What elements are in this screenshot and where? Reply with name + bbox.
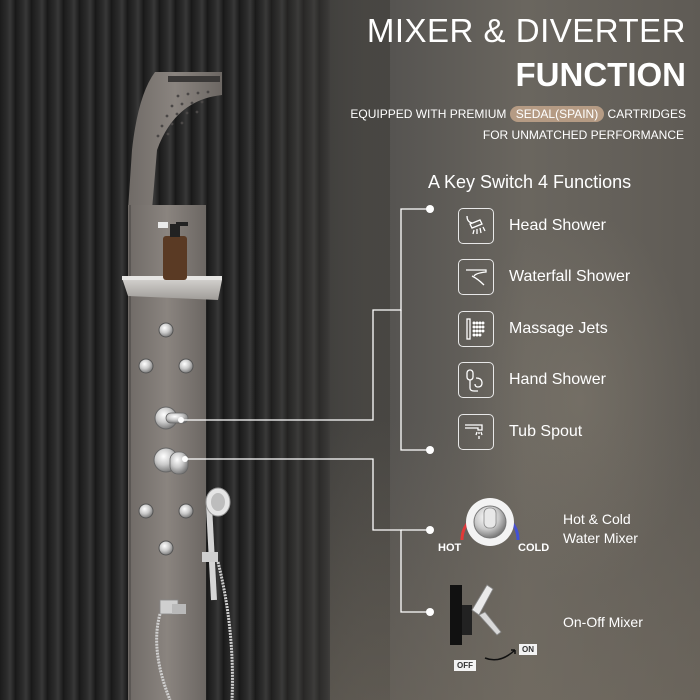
function-item-head-shower: Head Shower	[458, 208, 688, 248]
massage-jets-icon	[458, 311, 494, 347]
waterfall-outlet	[168, 76, 220, 82]
panel-shelf	[122, 278, 222, 300]
title-line2: FUNCTION	[515, 56, 686, 93]
function-label: Massage Jets	[509, 320, 608, 337]
hot-label: HOT	[438, 542, 462, 554]
hot-cold-mixer-label: Hot & Cold Water Mixer	[563, 510, 638, 548]
shower-hose	[155, 613, 172, 700]
hot-cold-line1: Hot & Cold	[563, 511, 631, 527]
on-off-mixer-label: On-Off Mixer	[563, 614, 643, 630]
on-off-lever-illustration	[450, 584, 516, 661]
off-label: OFF	[454, 660, 476, 671]
tub-spout	[159, 599, 186, 615]
hand-shower-icon	[458, 362, 494, 398]
function-item-waterfall-shower: Waterfall Shower	[458, 259, 688, 299]
hot-cold-line2: Water Mixer	[563, 530, 638, 546]
function-item-hand-shower: Hand Shower	[458, 362, 688, 402]
hand-shower	[202, 487, 231, 601]
subtitle-suffix: CARTRIDGES	[607, 107, 686, 121]
waterfall-shower-icon	[458, 259, 494, 295]
cartridge-highlight-badge: SEDAL(SPAIN)	[509, 106, 605, 122]
function-label: Hand Shower	[509, 371, 606, 388]
head-shower-icon	[458, 208, 494, 244]
function-label: Head Shower	[509, 217, 606, 234]
cold-label: COLD	[518, 542, 550, 554]
head-nozzles	[156, 90, 210, 138]
function-item-tub-spout: Tub Spout	[458, 414, 688, 454]
hot-cold-dial-illustration	[460, 498, 520, 546]
title-line1: MIXER & DIVERTER	[366, 12, 686, 49]
tub-spout-icon	[458, 414, 494, 450]
function-item-massage-jets: Massage Jets	[458, 311, 688, 351]
subtitle-line2: FOR UNMATCHED PERFORMANCE	[482, 128, 684, 142]
massage-jets	[138, 322, 194, 556]
soap-bottle	[163, 236, 187, 280]
function-label: Waterfall Shower	[509, 268, 631, 285]
subtitle-line1: EQUIPPED WITH PREMIUM SEDAL(SPAIN) CARTR…	[350, 106, 686, 122]
functions-heading: A Key Switch 4 Functions	[428, 172, 632, 192]
on-label: ON	[519, 644, 537, 655]
mixer-knob	[153, 447, 189, 475]
function-label: Tub Spout	[509, 423, 583, 440]
subtitle-prefix: EQUIPPED WITH PREMIUM	[350, 107, 507, 121]
panel-head-curve	[128, 72, 222, 210]
wall-fade	[250, 0, 390, 700]
